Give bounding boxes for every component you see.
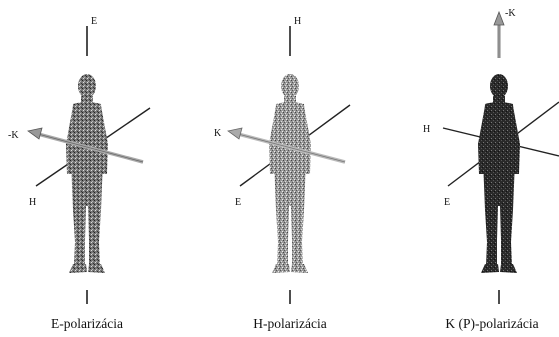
caption-e-polarization: E-polarizácia	[51, 316, 123, 331]
label-minus-k: -K	[505, 8, 516, 19]
label-e: E	[91, 16, 97, 27]
minus-k-arrow	[494, 12, 504, 58]
caption-k-polarization: K (P)-polarizácia	[445, 316, 538, 331]
label-minus-k: -K	[8, 130, 19, 141]
label-h: H	[423, 124, 430, 135]
human-figure	[269, 74, 311, 273]
panel-e-polarization: E -K H E-polarizácia	[8, 16, 150, 331]
label-e: E	[235, 197, 241, 208]
human-figure	[478, 74, 520, 273]
label-h: H	[29, 197, 36, 208]
label-k: K	[214, 128, 222, 139]
caption-h-polarization: H-polarizácia	[253, 316, 326, 331]
panel-k-polarization: -K H E K (P)-polarizácia	[423, 8, 559, 331]
label-h: H	[294, 16, 301, 27]
human-figure	[66, 74, 108, 273]
panel-h-polarization: H K E H-polarizácia	[214, 16, 350, 331]
label-e: E	[444, 197, 450, 208]
